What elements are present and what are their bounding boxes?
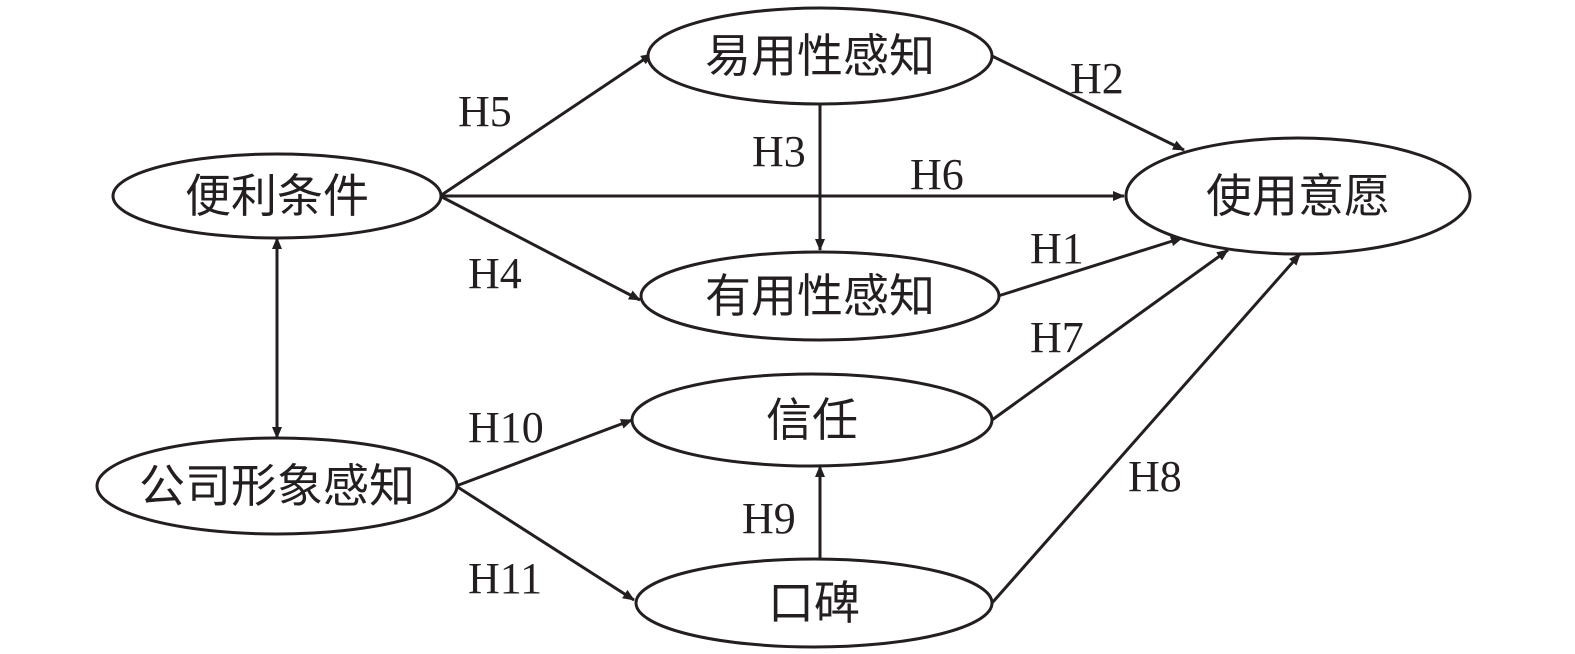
label-h2: H2 xyxy=(1070,54,1124,103)
node-label-perceived-company-image: 公司形象感知 xyxy=(139,459,415,513)
node-usage-intention: 使用意愿 xyxy=(1124,136,1472,256)
label-h5: H5 xyxy=(458,87,512,136)
edge-h5 xyxy=(439,52,653,198)
node-label-facilitating-conditions: 便利条件 xyxy=(185,169,369,223)
edge-h4 xyxy=(439,194,641,302)
node-word-of-mouth: 口碑 xyxy=(634,557,994,649)
label-h4: H4 xyxy=(468,249,522,298)
node-facilitating-conditions: 便利条件 xyxy=(111,152,443,240)
edge-h11 xyxy=(455,484,635,602)
edge-h2 xyxy=(991,54,1185,152)
edge-h7 xyxy=(991,248,1229,422)
node-label-usage-intention: 使用意愿 xyxy=(1206,169,1390,223)
node-perceived-company-image: 公司形象感知 xyxy=(95,436,459,536)
edge-labels: H5 H3 H2 H6 H4 H1 H7 H10 H8 H9 H11 xyxy=(458,54,1182,603)
label-h10: H10 xyxy=(468,403,544,452)
node-label-trust: 信任 xyxy=(766,393,858,447)
node-perceived-ease-of-use: 易用性感知 xyxy=(646,6,994,106)
label-h7: H7 xyxy=(1030,313,1084,362)
label-h6: H6 xyxy=(910,150,964,199)
edge-h8 xyxy=(990,253,1302,604)
label-h11: H11 xyxy=(468,554,542,603)
label-h8: H8 xyxy=(1128,452,1182,501)
node-label-perceived-usefulness: 有用性感知 xyxy=(705,269,935,323)
node-perceived-usefulness: 有用性感知 xyxy=(639,250,1001,342)
edge-h1 xyxy=(997,236,1183,298)
edge-h10 xyxy=(455,418,633,488)
label-h3: H3 xyxy=(752,127,806,176)
edges xyxy=(272,52,1302,604)
label-h9: H9 xyxy=(742,494,796,543)
label-h1: H1 xyxy=(1030,224,1084,273)
node-label-word-of-mouth: 口碑 xyxy=(768,576,860,630)
node-trust: 信任 xyxy=(630,372,994,468)
node-label-perceived-ease-of-use: 易用性感知 xyxy=(705,29,935,83)
